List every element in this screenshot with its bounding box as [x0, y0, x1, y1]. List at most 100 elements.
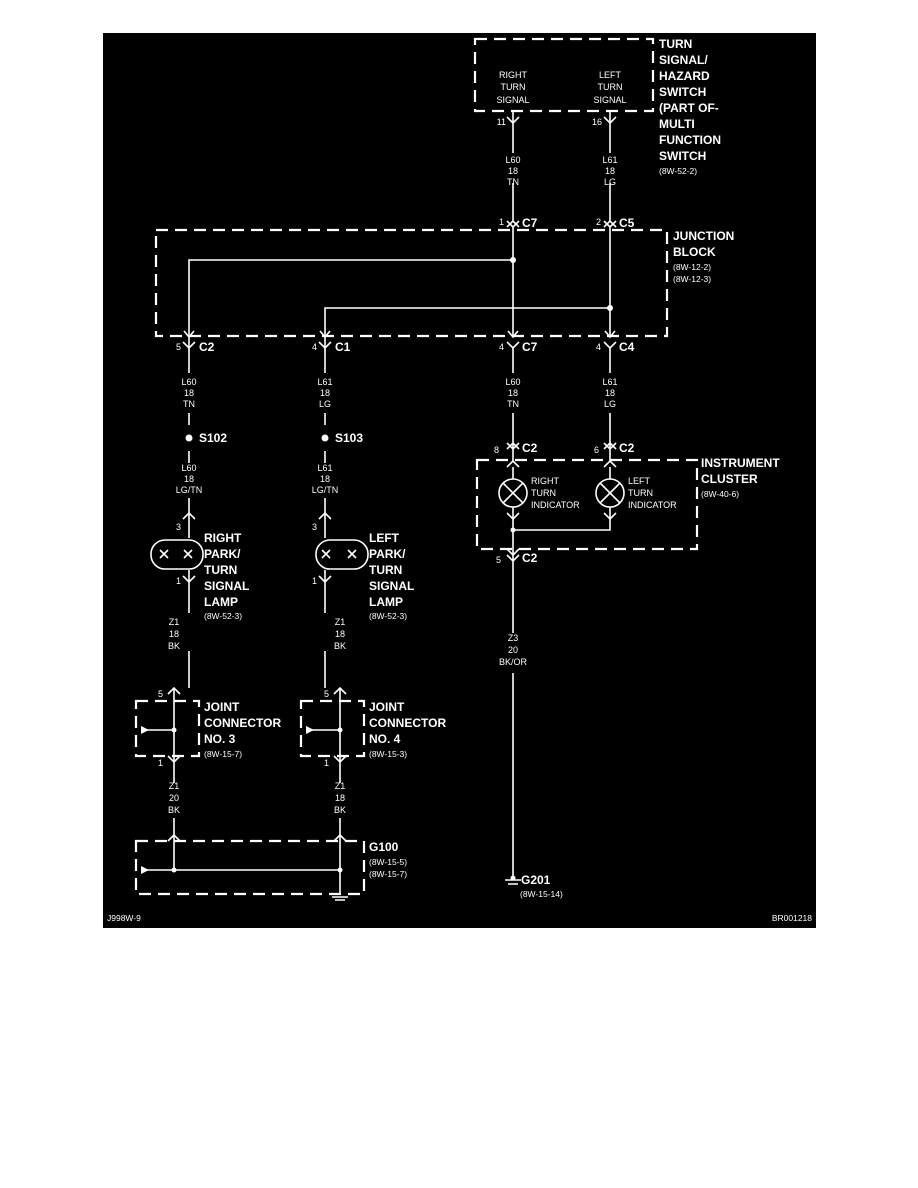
- jb-c7-in-label: C7: [522, 216, 538, 230]
- svg-text:L61: L61: [602, 155, 617, 165]
- svg-text:HAZARD: HAZARD: [659, 69, 710, 83]
- wire-cluster-g201: [506, 548, 520, 878]
- wire-label-ic-g201: Z3 20 BK/OR: [499, 633, 528, 667]
- cluster-box: [475, 458, 699, 551]
- wire-label-switch-left: L61 18 LG: [602, 155, 617, 187]
- switch-left-label: LEFT TURN SIGNAL: [593, 70, 626, 105]
- svg-text:BK: BK: [334, 805, 346, 815]
- cluster-in2-pin: 6: [594, 445, 599, 455]
- svg-text:CONNECTOR: CONNECTOR: [369, 716, 446, 730]
- svg-text:(8W-15-7): (8W-15-7): [204, 749, 242, 759]
- jc4-pin-top: 5: [324, 689, 329, 699]
- connector-jb-c7-in: [506, 219, 520, 229]
- g100-terminal-arrow: [141, 866, 149, 874]
- svg-text:TURN: TURN: [501, 82, 526, 92]
- jc4-pin-bottom: 1: [324, 758, 329, 768]
- wire-label-jc3-g100: Z1 20 BK: [168, 781, 180, 815]
- svg-text:CLUSTER: CLUSTER: [701, 472, 758, 486]
- svg-text:CONNECTOR: CONNECTOR: [204, 716, 281, 730]
- wire-label-s103-lamp: L61 18 LG/TN: [312, 463, 339, 495]
- switch-right-pin: 11: [497, 117, 506, 127]
- svg-text:18: 18: [320, 388, 330, 398]
- svg-text:L61: L61: [602, 377, 617, 387]
- cluster-in-wires: [512, 467, 611, 479]
- svg-text:SIGNAL: SIGNAL: [204, 579, 249, 593]
- svg-text:(8W-15-3): (8W-15-3): [369, 749, 407, 759]
- svg-text:SWITCH: SWITCH: [659, 149, 706, 163]
- svg-text:LEFT: LEFT: [369, 531, 400, 545]
- svg-text:LEFT: LEFT: [599, 70, 622, 80]
- connector-jc4-bottom: [333, 755, 347, 783]
- svg-text:FUNCTION: FUNCTION: [659, 133, 721, 147]
- cluster-in1-label: C2: [522, 441, 538, 455]
- svg-text:RIGHT: RIGHT: [204, 531, 242, 545]
- connector-jb-c4-out: [603, 341, 617, 350]
- junction-node-right: [510, 257, 516, 263]
- svg-text:18: 18: [184, 388, 194, 398]
- svg-text:(8W-52-2): (8W-52-2): [659, 166, 697, 176]
- svg-text:18: 18: [169, 629, 179, 639]
- svg-text:18: 18: [508, 388, 518, 398]
- svg-text:L60: L60: [505, 377, 520, 387]
- jb-c5-in-label: C5: [619, 216, 635, 230]
- svg-text:TN: TN: [507, 177, 519, 187]
- svg-text:TN: TN: [183, 399, 195, 409]
- svg-text:Z1: Z1: [169, 781, 180, 791]
- svg-text:18: 18: [508, 166, 518, 176]
- jc3-pin-top: 5: [158, 689, 163, 699]
- jb-c1-out-pin: 4: [312, 342, 317, 352]
- junction-block-box: [154, 228, 669, 338]
- jb-c1-out-label: C1: [335, 340, 351, 354]
- wire-right-lamp-ground: [182, 570, 196, 688]
- g201-ground-icon: [505, 879, 521, 885]
- wire-label-llamp-jc4: Z1 18 BK: [334, 617, 346, 651]
- cluster-in2-label: C2: [619, 441, 635, 455]
- svg-text:LG: LG: [604, 177, 616, 187]
- svg-text:Z1: Z1: [335, 781, 346, 791]
- svg-text:SWITCH: SWITCH: [659, 85, 706, 99]
- wire-left-lamp-ground: [318, 570, 332, 688]
- jc4-title: JOINT CONNECTOR NO. 4 (8W-15-3): [369, 700, 446, 759]
- svg-text:LG/TN: LG/TN: [176, 485, 203, 495]
- right-turn-indicator-cross: [502, 482, 524, 504]
- svg-text:(8W-15-5): (8W-15-5): [369, 857, 407, 867]
- svg-text:L61: L61: [317, 377, 332, 387]
- wire-to-cluster: [512, 348, 611, 443]
- connector-left-lamp-top: [318, 511, 332, 538]
- splice-s103: [321, 434, 329, 442]
- cluster-bulb-arrows: [506, 512, 617, 521]
- svg-text:TURN: TURN: [369, 563, 402, 577]
- svg-text:G100: G100: [369, 840, 399, 854]
- cluster-in-arrows: [506, 459, 617, 468]
- svg-text:18: 18: [605, 388, 615, 398]
- connector-jb-c7-out: [506, 341, 520, 350]
- cluster-internal-wiring: [512, 507, 611, 549]
- junction-node-left: [607, 305, 613, 311]
- g100-title: G100 (8W-15-5) (8W-15-7): [369, 840, 407, 879]
- jb-c5-in-pin: 2: [596, 217, 601, 227]
- svg-text:LG/TN: LG/TN: [312, 485, 339, 495]
- svg-text:MULTI: MULTI: [659, 117, 695, 131]
- right-lamp-pin-bottom: 1: [176, 576, 181, 586]
- junction-block-title: JUNCTION BLOCK (8W-12-2) (8W-12-3): [673, 229, 734, 284]
- svg-text:TN: TN: [507, 399, 519, 409]
- connector-switch-right: [506, 116, 520, 125]
- svg-text:TURN: TURN: [628, 488, 653, 498]
- svg-text:18: 18: [335, 629, 345, 639]
- svg-text:L60: L60: [181, 377, 196, 387]
- svg-text:(8W-52-3): (8W-52-3): [369, 611, 407, 621]
- svg-text:SIGNAL: SIGNAL: [593, 95, 626, 105]
- connector-jc3-bottom: [167, 755, 181, 783]
- svg-text:18: 18: [320, 474, 330, 484]
- jb-c7-in-pin: 1: [499, 217, 504, 227]
- svg-text:Z1: Z1: [335, 617, 346, 627]
- svg-text:LG: LG: [604, 399, 616, 409]
- left-turn-indicator-label: LEFT TURN INDICATOR: [628, 476, 677, 510]
- connector-jc4-top: [333, 686, 347, 701]
- left-turn-indicator-cross: [599, 482, 621, 504]
- switch-title: TURN SIGNAL/ HAZARD SWITCH (PART OF- MUL…: [659, 37, 721, 176]
- svg-text:(8W-12-3): (8W-12-3): [673, 274, 711, 284]
- svg-text:20: 20: [508, 645, 518, 655]
- svg-text:PARK/: PARK/: [369, 547, 406, 561]
- jb-c4-out-label: C4: [619, 340, 635, 354]
